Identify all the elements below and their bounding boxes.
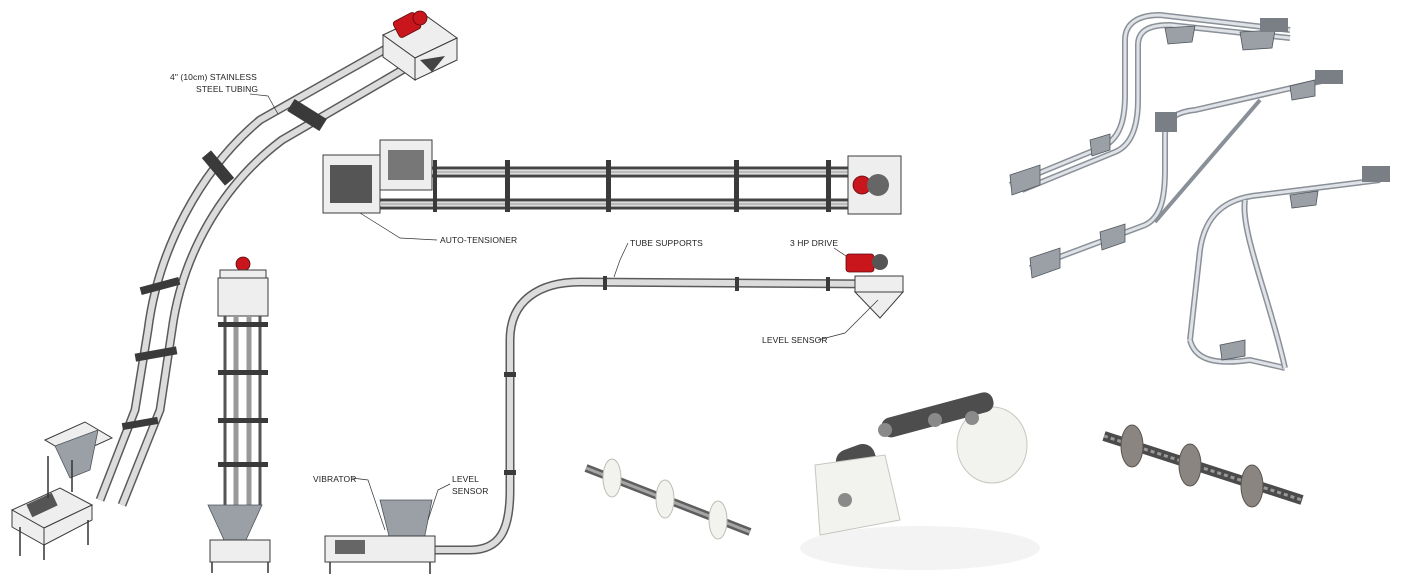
label-tube-supports: TUBE SUPPORTS — [630, 238, 703, 248]
3d-conveyor-renderings — [1008, 11, 1390, 371]
leader-tubing — [249, 93, 279, 115]
leader-3hp-drive — [833, 247, 847, 257]
label-tubing-line1: 4" (10cm) STAINLESS — [170, 72, 257, 82]
chain-disc-white-small — [584, 458, 752, 540]
label-3hp-drive: 3 HP DRIVE — [790, 238, 838, 248]
vertical-conveyor-drawing — [207, 256, 271, 573]
leader-level-sensor-bottom — [427, 483, 451, 521]
leader-tube-supports — [613, 242, 629, 278]
top-view-conveyor-drawing — [322, 139, 902, 215]
side-view-conveyor-drawing — [324, 253, 905, 574]
chain-link-uhmw-closeup — [800, 392, 1040, 570]
leader-vibrator — [351, 477, 386, 531]
label-vibrator: VIBRATOR — [313, 474, 356, 484]
label-auto-tensioner: AUTO-TENSIONER — [440, 235, 517, 245]
inclined-conveyor-drawing — [10, 10, 458, 560]
label-tubing-line2: STEEL TUBING — [196, 84, 258, 94]
leader-auto-tensioner — [359, 212, 438, 241]
label-level-sensor-top: LEVEL SENSOR — [762, 335, 828, 345]
leader-level-sensor-top — [817, 299, 879, 341]
label-level-sensor-bottom-line2: SENSOR — [452, 486, 489, 496]
chain-disc-steel — [1102, 424, 1304, 508]
label-level-sensor-bottom-line1: LEVEL — [452, 474, 479, 484]
